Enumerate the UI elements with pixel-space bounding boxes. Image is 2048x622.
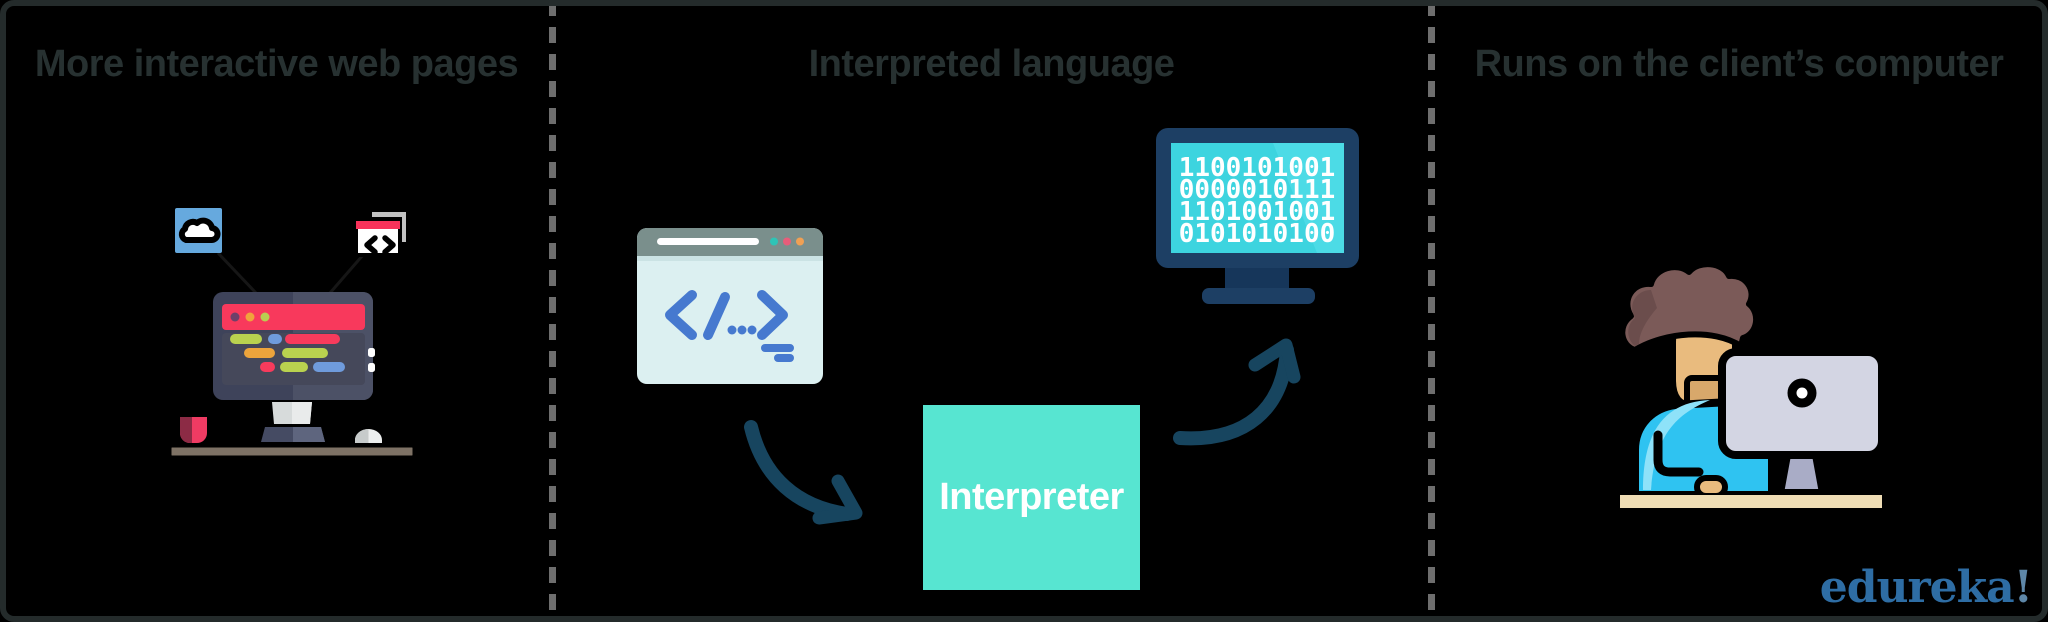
interpreter-box: Interpreter: [923, 405, 1140, 590]
curly-hair: [1619, 261, 1760, 353]
developer-workstation-illustration: [168, 208, 416, 459]
mug-icon: [180, 417, 207, 443]
arrow-interpreter-to-monitor: [1173, 338, 1301, 446]
arrow-browser-to-interpreter: [744, 420, 863, 525]
desk-shelf: [168, 444, 416, 459]
svg-text:0000010111: 0000010111: [1179, 175, 1336, 205]
panel2-title: Interpreted language: [808, 43, 1175, 85]
logo-text: edureka: [1819, 562, 2015, 613]
mouse-icon: [355, 429, 382, 443]
panel-divider-left: [549, 0, 556, 622]
panel-divider-right: [1428, 0, 1435, 622]
hand: [1694, 475, 1728, 499]
code-tag-glyph: [665, 290, 794, 362]
svg-text:0101010100: 0101010100: [1179, 219, 1336, 249]
panel3-title: Runs on the client’s computer: [1474, 43, 2004, 85]
svg-text:1101001001: 1101001001: [1179, 197, 1336, 227]
edureka-logo: edureka!: [1820, 566, 2033, 610]
arm-seam: [1653, 430, 1704, 477]
panel1-title: More interactive web pages: [34, 43, 519, 85]
code-window-icon: [354, 208, 410, 257]
logo-exclamation: !: [2013, 562, 2033, 613]
binary-code-monitor-icon: 1100101001 0000010111 1101001001 0101010…: [1156, 128, 1359, 304]
browser-code-window-icon: [637, 228, 823, 384]
binary-text: 1100101001 0000010111 1101001001 0101010…: [1179, 153, 1336, 249]
monitor-stand: [1775, 451, 1828, 497]
person-at-computer-illustration: [1619, 261, 1886, 508]
desk: [1620, 495, 1882, 508]
interpreter-label: Interpreter: [939, 476, 1124, 518]
svg-text:1100101001: 1100101001: [1179, 153, 1336, 183]
code-monitor-icon: [213, 292, 375, 442]
cloud-icon: [175, 208, 222, 253]
monitor-logo-dot: [1787, 378, 1817, 408]
